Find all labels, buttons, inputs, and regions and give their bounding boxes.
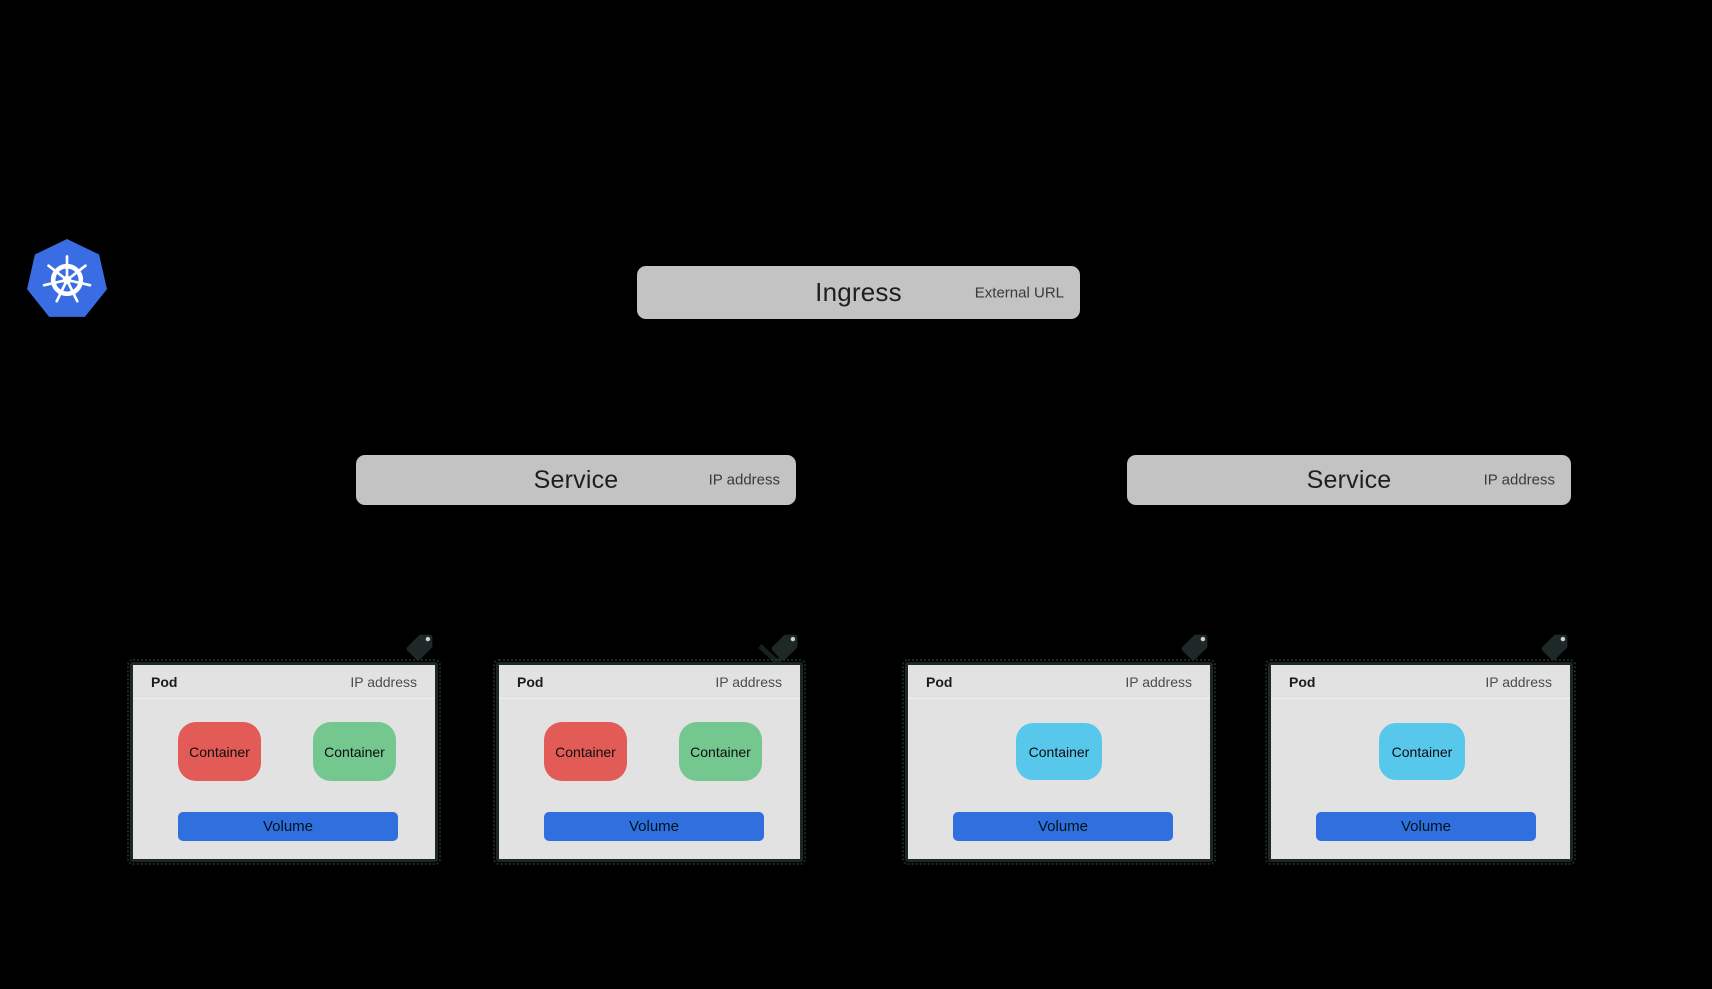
volume-bar: Volume [178, 812, 398, 841]
service-box-right: Service IP address [1127, 455, 1571, 505]
tag-icon [1181, 634, 1208, 661]
pod-title: Pod [151, 673, 178, 690]
pod-title: Pod [1289, 673, 1316, 690]
container-label: Container [690, 743, 751, 760]
pod-ip-badge: IP address [1485, 673, 1552, 690]
container-box: Container [313, 722, 396, 781]
container-label: Container [1391, 743, 1453, 760]
service-badge: IP address [708, 471, 780, 489]
pod-ip-badge: IP address [715, 673, 782, 690]
volume-label: Volume [262, 818, 314, 835]
container-label: Container [555, 743, 616, 760]
container-label: Container [324, 743, 385, 760]
kubernetes-logo-icon [27, 239, 107, 317]
pod-box: Pod IP address Container Container Volum… [127, 634, 441, 865]
volume-label: Volume [1400, 818, 1452, 835]
pod-header: Pod IP address [1271, 665, 1570, 699]
pod-header: Pod IP address [499, 665, 800, 699]
pod-box: Pod IP address Container Volume [1265, 634, 1576, 865]
container-box: Container [178, 722, 261, 781]
tag-icon [1541, 634, 1568, 661]
volume-bar: Volume [953, 812, 1173, 841]
service-title: Service [1306, 465, 1392, 494]
volume-label: Volume [628, 818, 680, 835]
pod-box: Pod IP address Container Volume [902, 634, 1216, 865]
pod-box: Pod IP address Container Container Volum… [493, 634, 806, 865]
container-label: Container [189, 743, 250, 760]
pod-title: Pod [517, 673, 544, 690]
service-box-left: Service IP address [356, 455, 796, 505]
pod-ip-badge: IP address [1125, 673, 1192, 690]
container-box: Container [1379, 723, 1465, 780]
pod-header: Pod IP address [133, 665, 435, 699]
ingress-badge: External URL [974, 284, 1064, 301]
container-box: Container [679, 722, 762, 781]
volume-bar: Volume [1316, 812, 1536, 841]
ingress-box: Ingress External URL [637, 266, 1080, 319]
ingress-title: Ingress [815, 277, 902, 307]
service-badge: IP address [1483, 471, 1555, 489]
tag-icon [406, 634, 433, 661]
service-title: Service [533, 465, 619, 494]
tag-icon [771, 634, 798, 661]
volume-label: Volume [1037, 818, 1089, 835]
container-box: Container [1016, 723, 1102, 780]
pod-header: Pod IP address [908, 665, 1210, 699]
container-box: Container [544, 722, 627, 781]
pod-ip-badge: IP address [350, 673, 417, 690]
container-label: Container [1028, 743, 1090, 760]
volume-bar: Volume [544, 812, 764, 841]
pod-title: Pod [926, 673, 953, 690]
